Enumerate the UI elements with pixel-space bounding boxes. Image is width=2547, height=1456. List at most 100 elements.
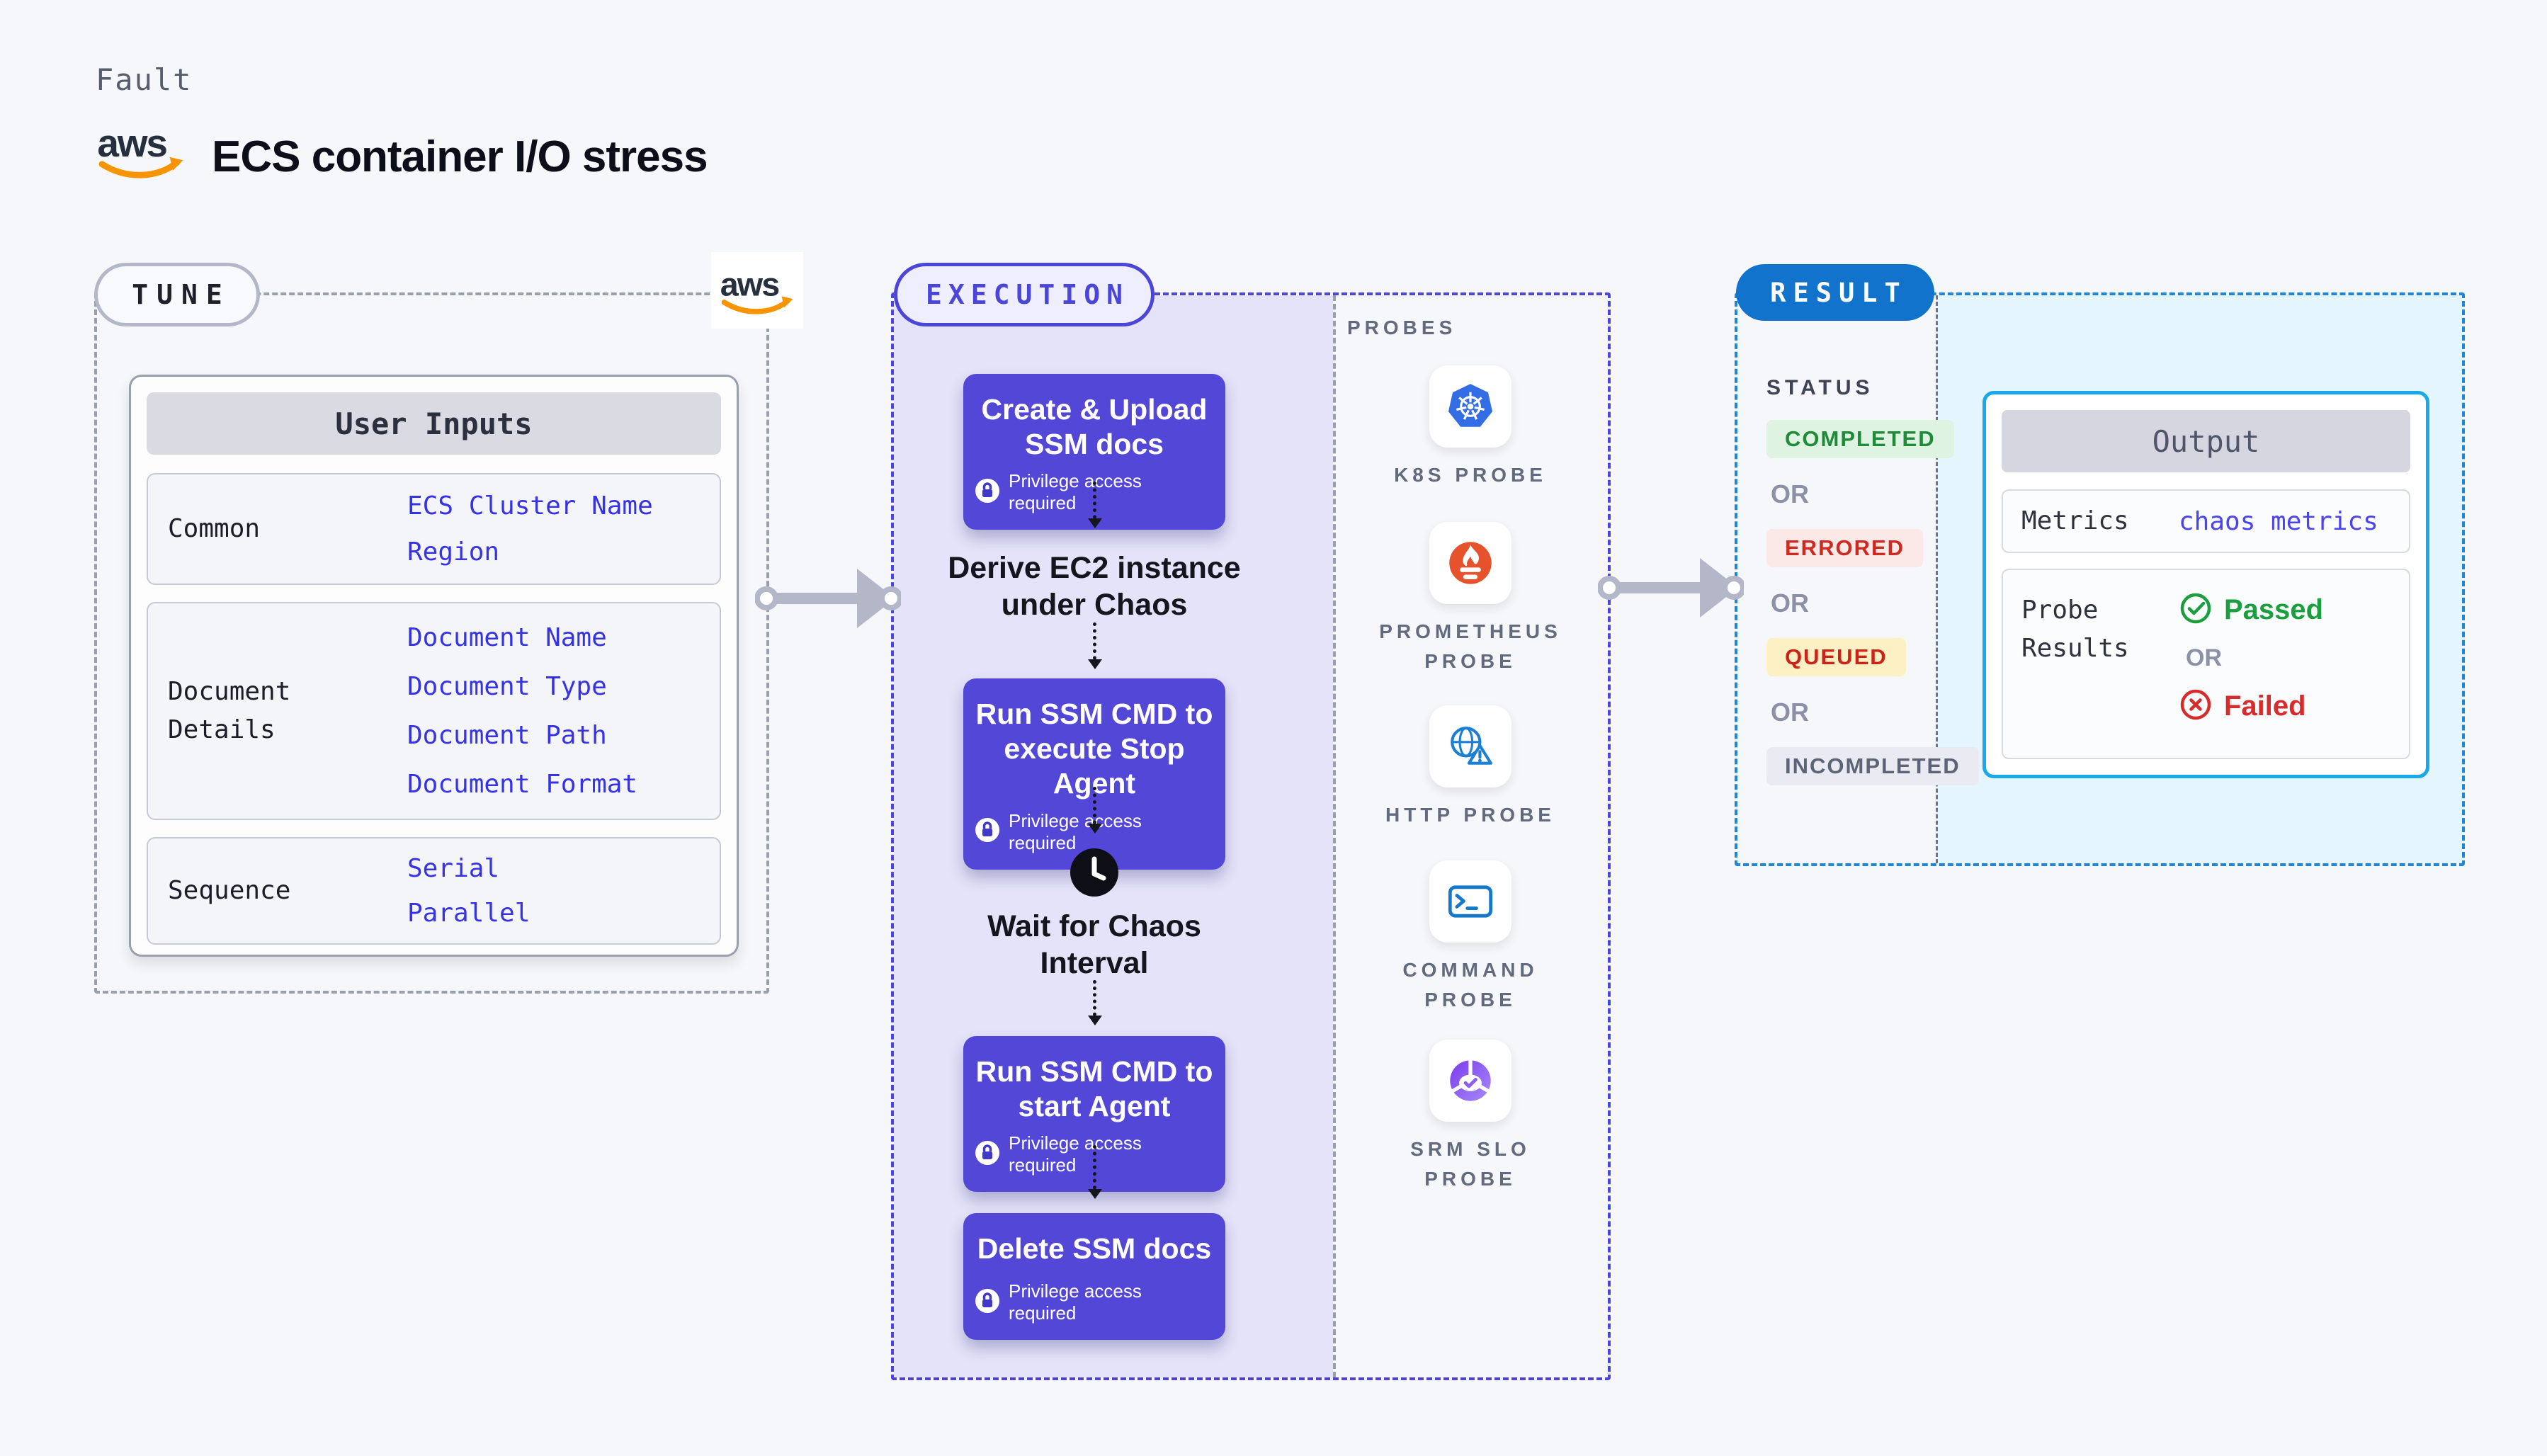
status-badge-errored: ERRORED xyxy=(1766,529,1924,567)
step-wait-for-chaos-interval: Wait for Chaos Interval xyxy=(987,909,1201,980)
execution-pill: EXECUTION xyxy=(894,263,1155,326)
status-badge-incompleted: INCOMPLETED xyxy=(1766,747,1979,785)
lock-icon xyxy=(974,1139,1001,1169)
input-link-document-type[interactable]: Document Type xyxy=(407,672,607,701)
output-title: Output xyxy=(2002,410,2410,472)
globe-alert-icon xyxy=(1429,705,1511,787)
execution-section-box: Create & Upload SSM docs Privilege acces… xyxy=(891,292,1611,1380)
result-divider xyxy=(1936,295,1938,863)
input-group-document-details: Document Details Document Name Document … xyxy=(147,602,721,820)
or-label: OR xyxy=(1771,479,1809,508)
privilege-note: Privilege access required xyxy=(974,1132,1214,1176)
user-inputs-card: User Inputs Common ECS Cluster Name Regi… xyxy=(129,375,739,957)
failed-row: Failed xyxy=(2179,688,2306,725)
privilege-text: Privilege access required xyxy=(1009,470,1142,514)
step-title: Run SSM CMD to start Agent xyxy=(975,1055,1213,1123)
page-title-row: ECS container I/O stress xyxy=(94,120,708,183)
probe-http: HTTP PROBE xyxy=(1333,705,1608,830)
flow-connector-arrow xyxy=(1088,1145,1102,1199)
step-title: Run SSM CMD to execute Stop Agent xyxy=(975,698,1213,800)
privilege-note: Privilege access required xyxy=(974,470,1214,514)
fault-eyebrow-label: Fault xyxy=(96,62,193,97)
aws-logo-icon xyxy=(94,120,188,183)
step-run-ssm-cmd-start-agent: Run SSM CMD to start Agent Privilege acc… xyxy=(963,1036,1225,1193)
slo-donut-icon xyxy=(1429,1040,1511,1122)
probe-name: PROMETHEUS PROBE xyxy=(1379,620,1562,672)
input-group-sequence: Sequence Serial Parallel xyxy=(147,837,721,945)
privilege-note: Privilege access required xyxy=(974,1280,1214,1324)
input-link-parallel[interactable]: Parallel xyxy=(407,899,531,928)
status-badge-queued: QUEUED xyxy=(1766,638,1906,676)
input-links: Serial Parallel xyxy=(361,838,720,943)
probe-name: HTTP PROBE xyxy=(1385,804,1555,826)
input-group-label: Sequence xyxy=(168,876,291,905)
aws-logo-icon xyxy=(711,252,803,329)
kubernetes-icon xyxy=(1429,365,1511,448)
privilege-note: Privilege access required xyxy=(974,809,1214,854)
probe-name: COMMAND PROBE xyxy=(1402,959,1538,1011)
probe-name: SRM SLO PROBE xyxy=(1410,1138,1531,1190)
probes-column: PROBES K8S PROBE PROMETHEUS PROBE HTTP P… xyxy=(1333,295,1608,1377)
flow-connector-arrow xyxy=(1088,482,1102,528)
input-links: ECS Cluster Name Region xyxy=(361,474,720,584)
failed-label: Failed xyxy=(2224,690,2306,722)
arrow-right-icon xyxy=(755,562,901,635)
chaos-metrics-link[interactable]: chaos metrics xyxy=(2179,506,2378,536)
step-delete-ssm-docs: Delete SSM docs Privilege access require… xyxy=(963,1213,1225,1341)
or-label: OR xyxy=(1771,588,1809,618)
input-link-ecs-cluster-name[interactable]: ECS Cluster Name xyxy=(407,491,653,521)
result-section-box: STATUS COMPLETED OR ERRORED OR QUEUED OR… xyxy=(1735,292,2465,866)
input-link-serial[interactable]: Serial xyxy=(407,854,500,883)
input-link-document-name[interactable]: Document Name xyxy=(407,623,607,652)
input-group-label: Common xyxy=(168,514,261,543)
probe-results-row: Probe Results Passed OR Failed xyxy=(2002,569,2410,759)
probes-divider xyxy=(1333,295,1336,1377)
step-title: Create & Upload SSM docs xyxy=(981,393,1208,461)
lock-icon xyxy=(974,817,1001,846)
privilege-text: Privilege access required xyxy=(1009,1280,1142,1324)
privilege-text: Privilege access required xyxy=(1009,1132,1142,1176)
probes-label: PROBES xyxy=(1347,317,1457,339)
check-circle-icon xyxy=(2179,591,2213,629)
status-column: STATUS COMPLETED OR ERRORED OR QUEUED OR… xyxy=(1766,376,1979,807)
input-links: Document Name Document Type Document Pat… xyxy=(361,603,720,819)
input-link-region[interactable]: Region xyxy=(407,538,500,567)
metrics-label: Metrics xyxy=(2021,506,2129,535)
input-link-document-format[interactable]: Document Format xyxy=(407,770,638,799)
or-label: OR xyxy=(1771,698,1809,727)
step-derive-ec2-instance: Derive EC2 instance under Chaos xyxy=(948,551,1241,622)
input-group-common: Common ECS Cluster Name Region xyxy=(147,473,721,585)
privilege-text: Privilege access required xyxy=(1009,809,1142,853)
probe-srm-slo: SRM SLO PROBE xyxy=(1333,1040,1608,1194)
probe-k8s: K8S PROBE xyxy=(1333,365,1608,490)
lock-icon xyxy=(974,1287,1001,1317)
arrow-right-icon xyxy=(1598,551,1744,625)
step-title: Delete SSM docs xyxy=(977,1232,1212,1265)
metrics-row: Metrics chaos metrics xyxy=(2002,489,2410,553)
clock-icon xyxy=(1069,847,1120,898)
result-pill: RESULT xyxy=(1736,264,1934,321)
probe-results-values: Passed OR Failed xyxy=(2179,591,2323,736)
input-link-document-path[interactable]: Document Path xyxy=(407,721,607,750)
status-label: STATUS xyxy=(1766,376,1874,399)
step-run-ssm-cmd-stop-agent: Run SSM CMD to execute Stop Agent Privil… xyxy=(963,678,1225,870)
flow-connector-arrow xyxy=(1088,787,1102,834)
probe-command: COMMAND PROBE xyxy=(1333,860,1608,1015)
probe-results-label: Probe Results xyxy=(2021,596,2129,663)
tune-pill: TUNE xyxy=(94,263,260,326)
lock-icon xyxy=(974,477,1001,507)
terminal-icon xyxy=(1429,860,1511,943)
flow-connector-arrow xyxy=(1088,622,1102,669)
passed-row: Passed xyxy=(2179,591,2323,629)
probe-prometheus: PROMETHEUS PROBE xyxy=(1333,522,1608,676)
flow-connector-arrow xyxy=(1088,980,1102,1025)
input-group-label: Document Details xyxy=(168,677,291,744)
or-label: OR xyxy=(2186,644,2222,671)
x-circle-icon xyxy=(2179,688,2213,725)
user-inputs-title: User Inputs xyxy=(147,392,721,455)
prometheus-icon xyxy=(1429,522,1511,604)
page-title: ECS container I/O stress xyxy=(212,132,708,181)
passed-label: Passed xyxy=(2224,594,2324,625)
probe-name: K8S PROBE xyxy=(1394,464,1547,486)
